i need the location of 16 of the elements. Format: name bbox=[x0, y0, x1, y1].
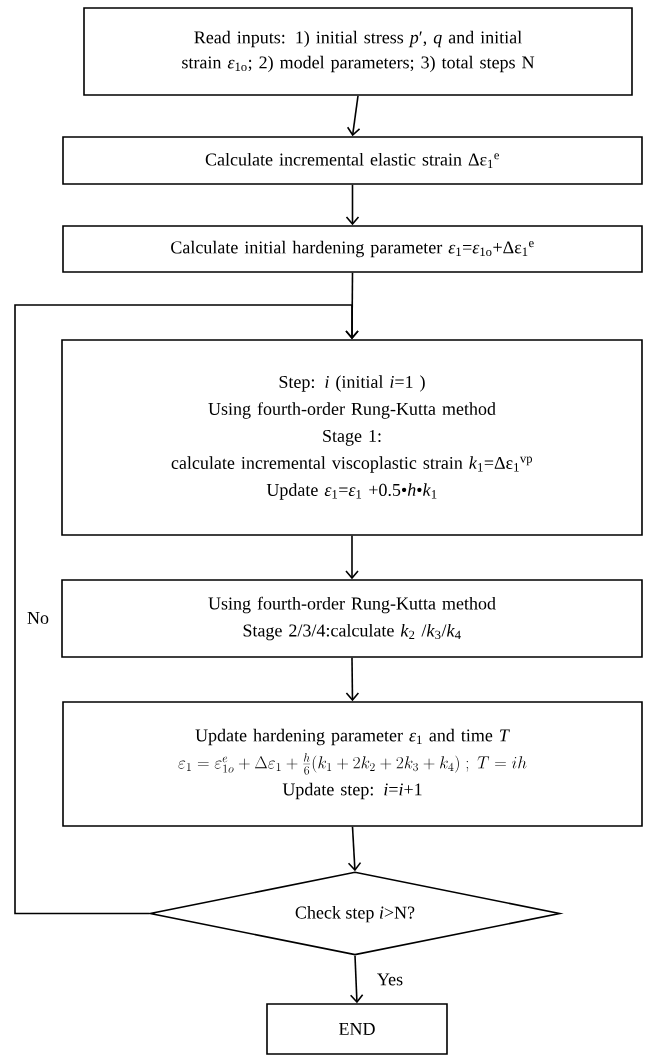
arrow bbox=[346, 95, 361, 137]
process-box: Step: i (initial i=1 ) Using fourth-order Rung-Kutta method Stage 1: calculate incremental viscoplastic strain k$_{1}$=Δε$_{1}$vp Update ε$_{1}$=ε$_{1}$ +0.5•h•k$_{1}$ bbox=[61, 339, 643, 536]
process-box: Using fourth-order Rung-Kutta method Stage 2/3/4:calculate k$_{2}$ /k$_{3}$/k$_{4}$ bbox=[61, 579, 643, 658]
arrow bbox=[14, 304, 359, 915]
process-box: Read inputs: 1) initial stress p′, q and initial strain ε$_{1o}$; 2) model parameters; 3) total steps N bbox=[83, 7, 633, 96]
arrow bbox=[345, 535, 359, 580]
process-box: END bbox=[266, 1003, 448, 1055]
arrow bbox=[349, 955, 364, 1004]
arrow bbox=[347, 826, 362, 872]
arrow bbox=[345, 184, 360, 226]
process-box: Calculate initial hardening parameter ε$_{1}$=ε$_{1o}$+Δε$_{1}$e bbox=[62, 225, 643, 273]
arrow bbox=[345, 657, 360, 702]
process-box: Calculate incremental elastic strain Δε$_{1}$e bbox=[62, 136, 643, 185]
edge-label: No bbox=[27, 612, 49, 624]
edge-label: Yes bbox=[377, 973, 403, 986]
process-box: Update hardening parameter ε$_{1}$ and time T $\varepsilon_1=\varepsilon_{1o}^{e}+\Delta\varepsilon_1+\frac{h}{6}(k_1+2k_2+2k_3+k_4)\;;\;T=ih$ Update step: i=i+1 bbox=[62, 701, 643, 827]
